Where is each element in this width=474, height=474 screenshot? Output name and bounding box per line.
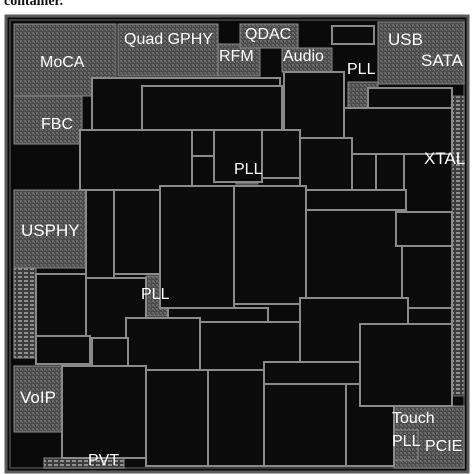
pll-center-label: PLL xyxy=(234,161,263,178)
usphy-label: USPHY xyxy=(21,221,80,240)
voip-label: VoIP xyxy=(20,388,56,407)
quad-gphy-label: Quad GPHY xyxy=(124,31,213,48)
pll-top-right-label: PLL xyxy=(347,61,376,78)
usb-label: USB xyxy=(388,30,423,49)
pll-bottom-right-label: PLL xyxy=(392,433,421,450)
pvt-label: PVT xyxy=(88,452,120,469)
analog-blocks xyxy=(13,21,465,469)
audio-label: Audio xyxy=(283,48,324,65)
moca-label: MoCA xyxy=(40,54,85,71)
pcie-label: PCIE xyxy=(425,438,463,455)
pll-left-label: PLL xyxy=(141,286,170,303)
io-strip-right xyxy=(451,95,465,397)
digital-partitions xyxy=(35,25,453,467)
touch-label: Touch xyxy=(392,410,435,427)
rfm-label: RFM xyxy=(219,48,254,65)
usb-sata-block xyxy=(377,21,465,85)
io-strip-left xyxy=(13,267,37,359)
xtal-label: XTAL xyxy=(424,149,466,168)
rfm-block xyxy=(217,43,261,77)
caption-fragment: container. xyxy=(0,0,474,14)
qdac-label: QDAC xyxy=(245,26,292,43)
pll-bottom-block xyxy=(393,429,419,461)
fbc-label: FBC xyxy=(41,116,73,133)
voip-block xyxy=(13,365,63,433)
fbc-block xyxy=(13,95,83,145)
sata-label: SATA xyxy=(421,51,463,70)
gphy-block xyxy=(117,23,219,77)
qdac-block xyxy=(239,23,299,49)
